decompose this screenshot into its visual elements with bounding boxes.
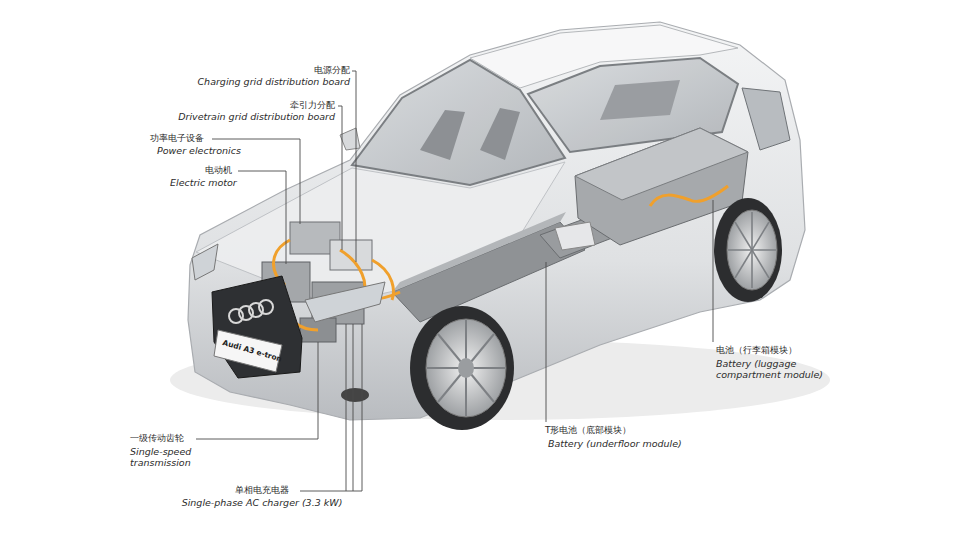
part-label-en: Charging grid distribution board [197,76,350,87]
rear-rim [727,210,777,290]
part-label-en: Single-phase AC charger (3.3 kW) [182,497,343,508]
seat [480,108,520,160]
car-body [188,22,805,420]
part-label-en: Single-speed transmission [130,446,200,469]
fog-light [341,388,369,402]
part-label-cn: 一级传动齿轮 [130,433,184,444]
front-rim [426,319,506,417]
part-label-cn: T形电池（底部模块） [545,425,632,436]
part-label-cn: 单相电充电器 [235,485,289,496]
part-label-en: Battery (underfloor module) [548,438,682,449]
seat [600,80,680,120]
part-label-en: Power electronics [157,145,241,156]
battery-top [392,212,566,292]
part-label-en: Battery (luggage compartment module) [716,358,826,381]
rear-tyre [714,198,782,302]
seat [420,110,465,160]
number-plate [214,330,282,372]
rim-spokes [427,320,505,416]
front-tyre [410,306,514,430]
audi-rings [229,300,273,323]
part-label-cn: 功率电子设备 [150,133,204,144]
hub [458,358,474,378]
headlight [305,282,385,322]
part-label-cn: 电池（行李箱模块） [716,345,797,356]
headlight [192,244,218,280]
rim-spokes [728,212,776,288]
part-label-en: Electric motor [170,177,237,188]
hv-cable [650,186,728,206]
part-label-cn: 电动机 [205,165,232,176]
rear-window [742,88,790,150]
distribution-board [330,240,372,270]
plate-text: Audi A3 e-tron [222,338,283,364]
leader-lines [196,71,713,491]
grille [212,276,302,378]
part-label-en: Drivetrain grid distribution board [178,111,335,122]
mirror [340,128,360,150]
mirror [555,222,595,250]
part-label-cn: 牵引力分配 [290,100,335,111]
windshield [352,60,565,185]
part-label-cn: 电源分配 [314,65,350,76]
